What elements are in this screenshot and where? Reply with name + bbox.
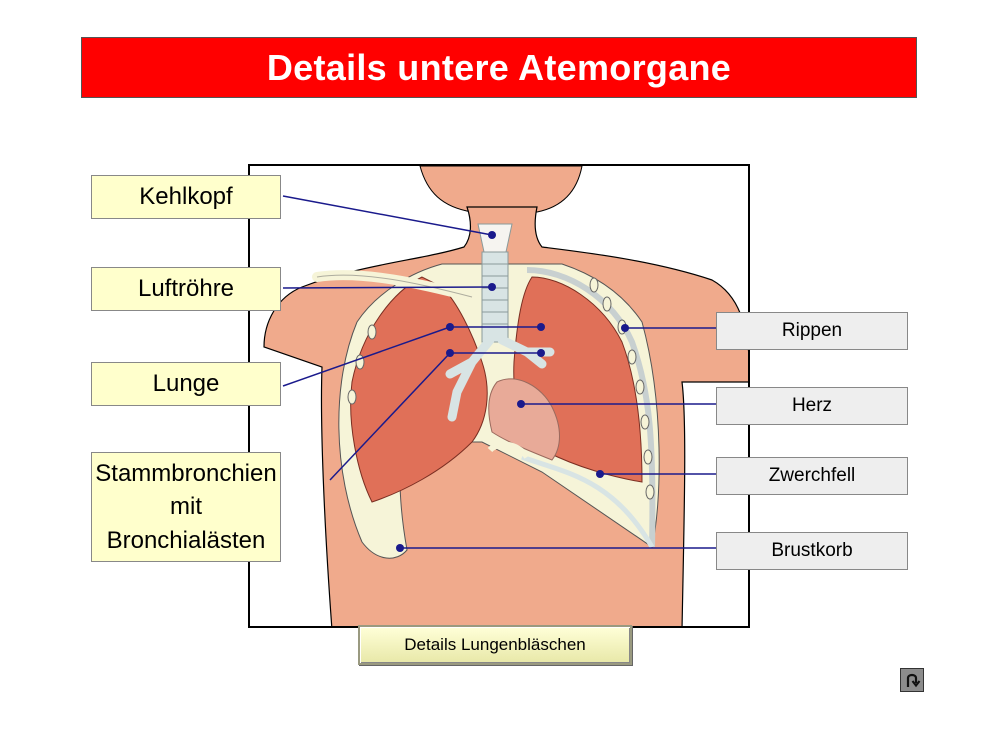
- label-herz-text: Herz: [791, 395, 833, 416]
- torso-illustration: [263, 166, 748, 626]
- label-lunge-text: Lunge: [152, 370, 220, 398]
- details-lungenblaeschen-button[interactable]: Details Lungenbläschen: [358, 625, 632, 665]
- label-zwerchfell[interactable]: Zwerchfell: [716, 457, 908, 495]
- label-brustkorb-text: Brustkorb: [771, 540, 853, 561]
- label-brustkorb[interactable]: Brustkorb: [716, 532, 908, 570]
- label-stammbronchien-line1: Stammbronchien: [95, 459, 277, 487]
- u-turn-back-icon: [906, 673, 921, 688]
- label-stammbronchien-line2: mit: [170, 493, 202, 521]
- label-rippen-text: Rippen: [781, 320, 843, 341]
- page-title: Details untere Atemorgane: [81, 37, 917, 98]
- back-button[interactable]: [900, 668, 924, 692]
- label-stammbronchien[interactable]: Stammbronchien mit Bronchialästen: [91, 452, 281, 562]
- anatomy-figure: [248, 164, 750, 628]
- heart: [488, 378, 560, 461]
- label-herz[interactable]: Herz: [716, 387, 908, 425]
- label-luftroehre[interactable]: Luftröhre: [91, 267, 281, 311]
- label-luftroehre-text: Luftröhre: [137, 275, 235, 303]
- larynx: [477, 223, 513, 253]
- label-lunge[interactable]: Lunge: [91, 362, 281, 406]
- label-kehlkopf-text: Kehlkopf: [139, 183, 233, 211]
- bronchi: [445, 335, 555, 422]
- label-kehlkopf[interactable]: Kehlkopf: [91, 175, 281, 219]
- details-button-label: Details Lungenbläschen: [404, 635, 586, 654]
- diaphragm: [521, 454, 655, 549]
- label-zwerchfell-text: Zwerchfell: [768, 465, 856, 486]
- label-rippen[interactable]: Rippen: [716, 312, 908, 350]
- label-stammbronchien-line3: Bronchialästen: [106, 526, 266, 554]
- trachea: [481, 251, 509, 343]
